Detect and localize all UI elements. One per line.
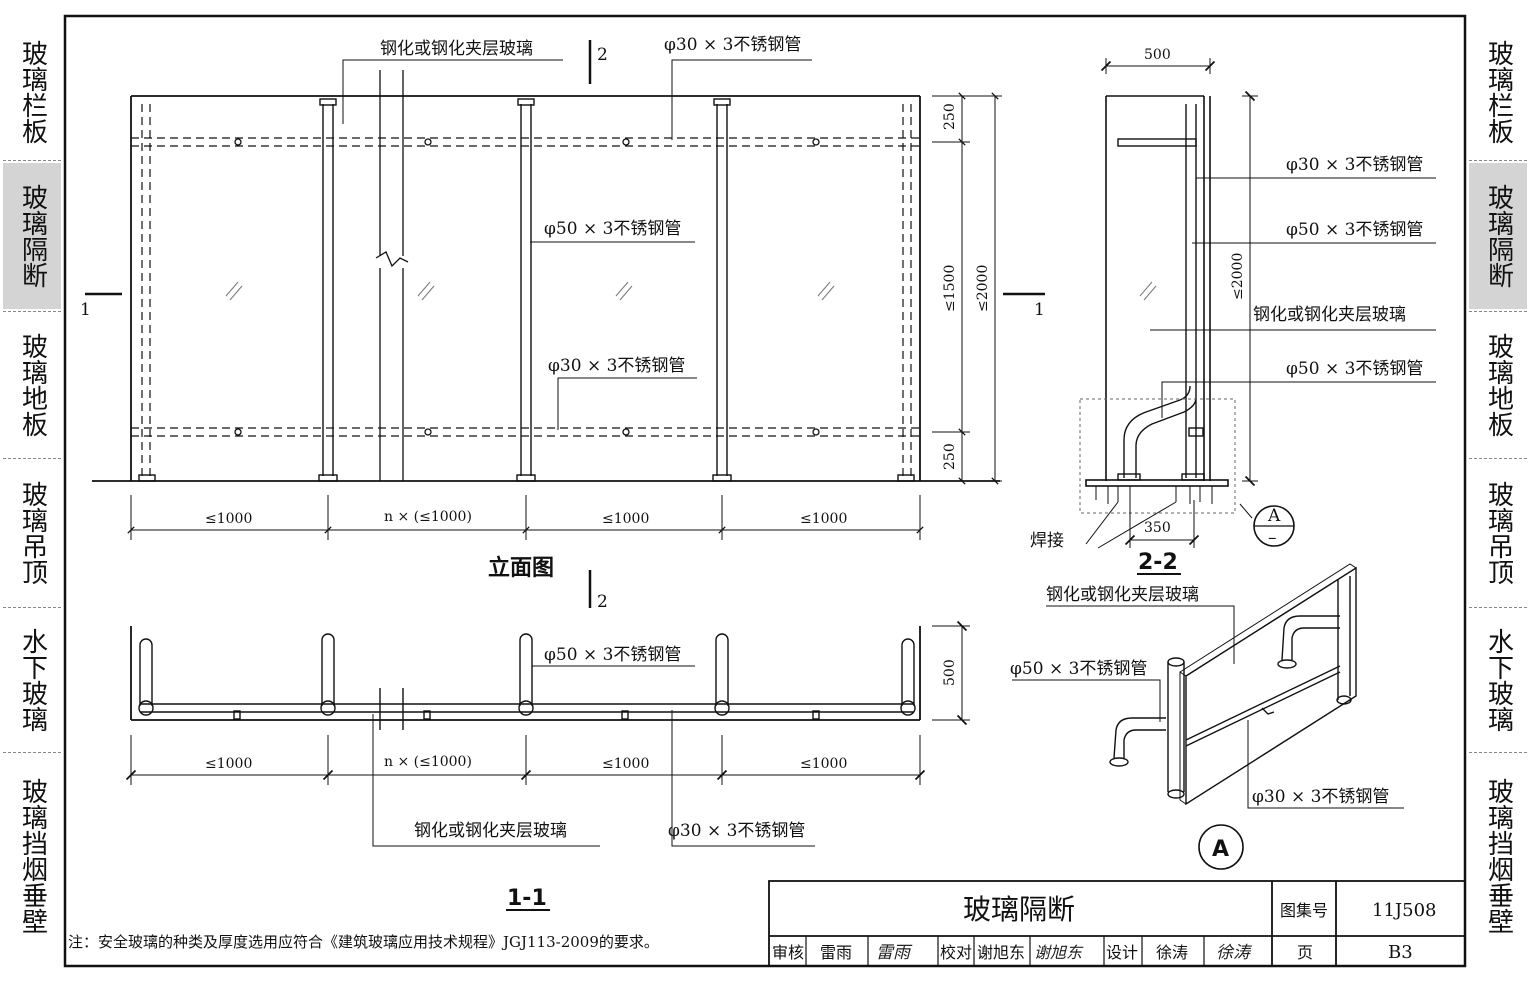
left-tab-divider	[3, 458, 61, 459]
elevation-dim-250-bottom: 250	[942, 443, 958, 470]
plan-dim-2: n × (≤1000)	[384, 754, 472, 770]
fastener-points	[234, 138, 820, 436]
atlas-label: 图集号	[1280, 901, 1328, 920]
detail-a-tube30-label: φ30 × 3不锈钢管	[1252, 787, 1389, 807]
reviewer-name: 雷雨	[820, 943, 852, 962]
section22-tube30-label: φ30 × 3不锈钢管	[1286, 155, 1423, 175]
elevation-dim-1500: ≤1500	[942, 265, 958, 312]
glass-hatch	[225, 281, 835, 301]
right-tab-glass-ceiling[interactable]: 玻璃吊顶	[1483, 481, 1514, 585]
section22-dim-350: 350	[1144, 520, 1171, 536]
plan-tube30-label: φ30 × 3不锈钢管	[668, 821, 805, 841]
elevation-dim-2: n × (≤1000)	[384, 509, 472, 525]
detail-a-tube50-label: φ50 × 3不锈钢管	[1010, 659, 1147, 679]
plan-view	[125, 620, 970, 911]
elevation-dim-250-top: 250	[942, 103, 958, 130]
right-tab-divider	[1469, 311, 1527, 312]
detail-a-glass-label: 钢化或钢化夹层玻璃	[1046, 585, 1199, 605]
page-number: B3	[1388, 942, 1413, 963]
reviewer-signature: 雷雨	[876, 943, 913, 963]
right-tab-glass-partition[interactable]: 玻璃隔断	[1469, 163, 1527, 309]
elevation-tube50-label: φ50 × 3不锈钢管	[544, 219, 681, 239]
detail-a-labels: 钢化或钢化夹层玻璃 φ50 × 3不锈钢管 φ30 × 3不锈钢管 A	[1010, 585, 1389, 862]
checker-signature: 谢旭东	[1034, 943, 1084, 962]
left-tab-glass-floor[interactable]: 玻璃地板	[17, 333, 48, 437]
right-tab-divider	[1469, 607, 1527, 608]
title-block-text: 玻璃隔断 图集号 11J508 审核 雷雨 雷雨 校对 谢旭东 谢旭东 设计 徐…	[772, 893, 1436, 963]
left-tab-glass-partition[interactable]: 玻璃隔断	[3, 163, 61, 309]
right-tab-underwater-glass[interactable]: 水下玻璃	[1483, 628, 1514, 732]
designer-name: 徐涛	[1156, 943, 1188, 962]
elevation-labels: 钢化或钢化夹层玻璃 φ30 × 3不锈钢管 φ50 × 3不锈钢管 φ30 × …	[80, 35, 1045, 612]
page-label: 页	[1297, 943, 1313, 962]
left-tab-divider	[3, 752, 61, 753]
design-label: 设计	[1106, 943, 1138, 962]
section22-dim-2000: ≤2000	[1230, 253, 1246, 300]
plan-title: 1-1	[507, 886, 547, 911]
section-2-2	[1079, 58, 1436, 575]
plan-dim-4: ≤1000	[800, 756, 847, 772]
section-mark-2-top: 2	[597, 45, 608, 65]
section-mark-2-bottom: 2	[597, 592, 608, 612]
left-tab-smoke-barrier[interactable]: 玻璃挡烟垂壁	[17, 778, 48, 934]
hidden-rails	[131, 104, 920, 476]
posts	[138, 98, 915, 482]
elevation-dim-1: ≤1000	[205, 511, 252, 527]
elevation-tube30-top-label: φ30 × 3不锈钢管	[664, 35, 801, 55]
elevation-view	[85, 40, 1045, 608]
atlas-number: 11J508	[1372, 900, 1436, 921]
right-tab-glass-railing[interactable]: 玻璃栏板	[1483, 40, 1514, 144]
section-2-2-labels: 500 ≤2000 350 φ30 × 3不锈钢管 φ50 × 3不锈钢管 钢化…	[1030, 47, 1423, 575]
plan-dim-3: ≤1000	[602, 756, 649, 772]
check-label: 校对	[940, 943, 972, 962]
section22-weld-label: 焊接	[1030, 531, 1064, 551]
section22-title: 2-2	[1138, 550, 1178, 575]
right-tab-divider	[1469, 458, 1527, 459]
elevation-dim-4: ≤1000	[800, 511, 847, 527]
detail-a-marker: A	[1212, 837, 1229, 862]
left-tab-underwater-glass[interactable]: 水下玻璃	[17, 628, 48, 732]
drawing-title: 玻璃隔断	[963, 893, 1075, 926]
sheet-border	[63, 14, 1467, 968]
plan-dim-1: ≤1000	[205, 756, 252, 772]
section-mark-1-right: 1	[1034, 300, 1045, 320]
elevation-dim-3: ≤1000	[602, 511, 649, 527]
drawing-note: 注：安全玻璃的种类及厚度选用应符合《建筑玻璃应用技术规程》JGJ113-2009…	[68, 933, 659, 951]
checker-name: 谢旭东	[977, 943, 1025, 962]
plan-tube50-label: φ50 × 3不锈钢管	[544, 645, 681, 665]
left-tab-glass-railing[interactable]: 玻璃栏板	[17, 40, 48, 144]
right-tab-divider	[1469, 160, 1527, 161]
section22-tube50-lower-label: φ50 × 3不锈钢管	[1286, 359, 1423, 379]
elevation-dim-2000: ≤2000	[975, 265, 991, 312]
left-tab-divider	[3, 607, 61, 608]
section-mark-1-left: 1	[80, 300, 91, 320]
designer-signature: 徐涛	[1216, 943, 1253, 963]
right-tab-divider	[1469, 752, 1527, 753]
section22-detail-ref-a: A	[1267, 506, 1281, 526]
plan-glass-label: 钢化或钢化夹层玻璃	[414, 821, 567, 841]
right-tab-glass-floor[interactable]: 玻璃地板	[1483, 333, 1514, 437]
review-label: 审核	[772, 943, 804, 962]
elevation-tube30-bottom-label: φ30 × 3不锈钢管	[548, 356, 685, 376]
plan-dim-500: 500	[942, 659, 958, 686]
left-tab-divider	[3, 160, 61, 161]
right-tab-smoke-barrier[interactable]: 玻璃挡烟垂壁	[1483, 778, 1514, 934]
section22-glass-label: 钢化或钢化夹层玻璃	[1253, 305, 1406, 325]
elevation-title: 立面图	[488, 555, 554, 581]
left-tab-divider	[3, 311, 61, 312]
left-tab-glass-ceiling[interactable]: 玻璃吊顶	[17, 481, 48, 585]
elevation-glass-label: 钢化或钢化夹层玻璃	[380, 39, 533, 59]
section22-detail-ref-sheet: –	[1268, 528, 1277, 548]
section22-tube50-upper-label: φ50 × 3不锈钢管	[1286, 220, 1423, 240]
detail-a-view	[1012, 563, 1404, 870]
break-tube	[375, 70, 409, 481]
section22-dim-500: 500	[1144, 47, 1171, 63]
title-block	[768, 880, 1466, 967]
plan-labels: φ50 × 3不锈钢管 钢化或钢化夹层玻璃 φ30 × 3不锈钢管 ≤1000 …	[205, 645, 958, 911]
